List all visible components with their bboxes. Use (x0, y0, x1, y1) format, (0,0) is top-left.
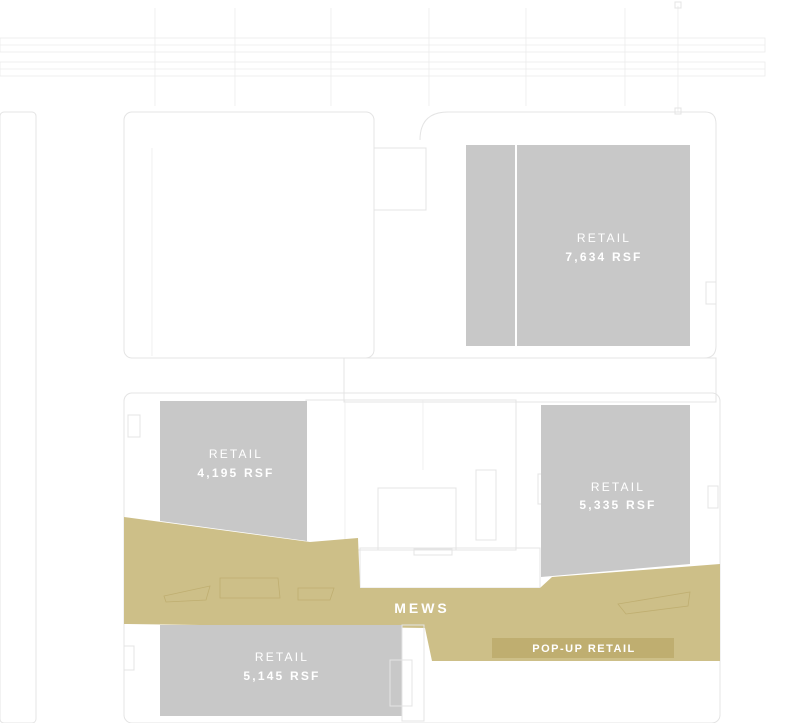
building-outlines (0, 111, 721, 723)
retail-unit-c (541, 405, 690, 577)
popup-retail-label: POP-UP RETAIL (532, 643, 635, 655)
retail-unit-d (160, 625, 402, 716)
popup-retail-bar (492, 638, 674, 658)
retail-a-area: 7,634 RSF (565, 250, 642, 264)
rail-tracks (0, 1, 766, 115)
retail-d-title: RETAIL (255, 650, 309, 664)
retail-unit-b (160, 401, 307, 541)
unit-labels: RETAIL 7,634 RSF RETAIL 4,195 RSF RETAIL… (197, 231, 656, 683)
retail-a-title: RETAIL (577, 231, 631, 245)
retail-b-title: RETAIL (209, 447, 263, 461)
mews-label: MEWS (394, 600, 450, 616)
retail-units (160, 145, 690, 722)
retail-b-area: 4,195 RSF (197, 466, 274, 480)
retail-c-title: RETAIL (591, 480, 645, 494)
retail-unit-a (466, 145, 690, 346)
retail-c-area: 5,335 RSF (579, 498, 656, 512)
retail-d-area: 5,145 RSF (243, 669, 320, 683)
